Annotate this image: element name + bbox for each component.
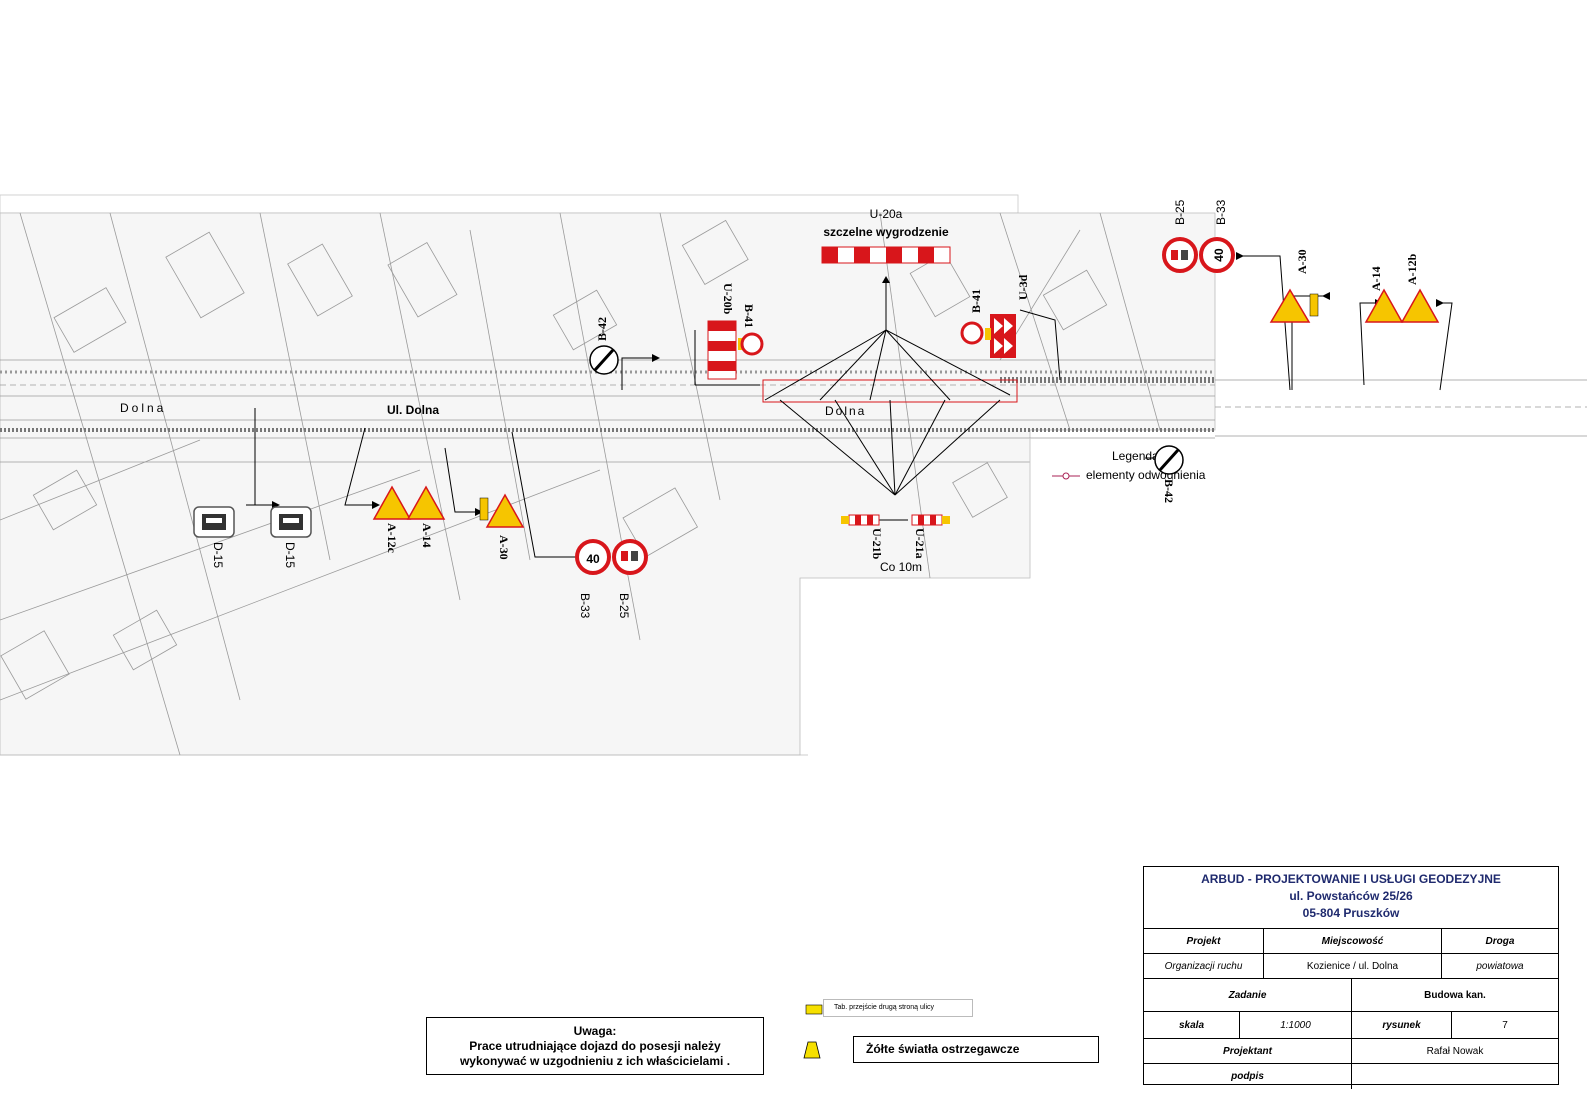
a14-right-label: A-14 <box>1369 266 1383 291</box>
cadastral-base <box>0 194 1216 756</box>
u21b-label: U-21b <box>870 528 884 560</box>
legend-yellow-tab-icon <box>805 1004 823 1015</box>
d15-b-label: D-15 <box>283 542 297 568</box>
legend-item-lights-text: Żółte światła ostrzegawcze <box>866 1042 1020 1056</box>
a14-left-label: A-14 <box>420 523 434 548</box>
sign-b42-bottom <box>1154 445 1184 475</box>
company-city: 05-804 Pruszków <box>1302 906 1400 920</box>
note-line-1: Prace utrudniające dojazd do posesji nal… <box>469 1039 721 1053</box>
tb-h-droga: Droga <box>1485 935 1515 947</box>
tb-v-projektant: Rafał Nowak <box>1426 1045 1484 1057</box>
legend-warning-light-icon <box>803 1041 821 1059</box>
d15-a-label: D-15 <box>211 542 225 568</box>
tb-h-projekt: Projekt <box>1144 929 1264 953</box>
sign-a30-right <box>1269 288 1319 323</box>
company-name: ARBUD - PROJEKTOWANIE I USŁUGI GEODEZYJN… <box>1201 872 1501 886</box>
sign-b25-top <box>1162 237 1198 273</box>
tb-v-zadanie: Budowa kan. <box>1424 989 1486 1001</box>
legenda-item-label: elementy odwodnienia <box>1086 468 1206 482</box>
tb-v-droga: powiatowa <box>1476 960 1524 972</box>
tb-v-podpis <box>1352 1064 1558 1089</box>
u20b-label: U-20b <box>721 283 735 315</box>
b33-bottom-label: B-33 <box>578 593 592 619</box>
sign-b41-mid <box>960 321 984 345</box>
company-address: ul. Powstańców 25/26 <box>1289 889 1413 903</box>
sign-d15-a <box>193 506 235 538</box>
u20a-label: U-20a <box>870 207 903 221</box>
street-label: Ul. Dolna <box>387 403 439 417</box>
legend-item-tab-text: Tab. przejście drugą stroną ulicy <box>834 1004 934 1011</box>
sign-a14-right <box>1364 288 1404 323</box>
sign40-bottom-label: 40 <box>586 552 600 566</box>
u3d-label: U-3d <box>1016 274 1030 300</box>
b42-top-label: B-42 <box>595 317 609 341</box>
tb-h-miejscowosc: Miejscowość <box>1264 929 1442 953</box>
title-block-header: ARBUD - PROJEKTOWANIE I USŁUGI GEODEZYJN… <box>1144 867 1558 929</box>
a30-left-label: A-30 <box>497 535 511 560</box>
u20a-desc-label: szczelne wygrodzenie <box>823 225 949 239</box>
tb-v-miejscowosc: Kozienice / ul. Dolna <box>1264 954 1442 978</box>
legenda-point <box>1062 472 1070 480</box>
b41-left-label: B-41 <box>742 304 756 328</box>
sign-u21a <box>911 514 950 526</box>
co10m-label: Co 10m <box>880 560 922 574</box>
note-box: Uwaga: Prace utrudniające dojazd do pose… <box>426 1017 764 1075</box>
b41-mid-label: B-41 <box>969 289 983 313</box>
a12b-label: A-12b <box>1405 253 1419 285</box>
legenda-label: Legenda <box>1112 449 1159 463</box>
a30-right-label: A-30 <box>1295 249 1309 274</box>
sign-b33-bottom: 40 <box>575 539 611 575</box>
u21a-label: U-21a <box>913 528 927 559</box>
sign-b42-top <box>589 345 619 375</box>
sign-u20b <box>707 320 744 380</box>
map-street-label-mid: Dolna <box>825 404 866 418</box>
title-block: ARBUD - PROJEKTOWANIE I USŁUGI GEODEZYJN… <box>1143 866 1559 1089</box>
tb-v-skala: 1:1000 <box>1240 1012 1352 1038</box>
b42-bottom-label: B-42 <box>1162 479 1176 503</box>
tb-h-skala: skala <box>1144 1012 1240 1038</box>
sign-a14-left <box>406 485 446 520</box>
sign40-top-label: 40 <box>1212 248 1226 262</box>
sign-b25-bottom <box>612 539 648 575</box>
b25-bottom-label: B-25 <box>617 593 631 619</box>
tb-row-headers: Projekt Miejscowość Droga <box>1144 929 1558 954</box>
legend-item-tab: Tab. przejście drugą stroną ulicy <box>823 999 973 1017</box>
tb-h-projektant: Projektant <box>1144 1039 1352 1063</box>
u20a-barrier <box>821 246 951 264</box>
sign-a12b <box>1400 288 1440 323</box>
tb-row-zadanie: Zadanie Budowa kan. <box>1144 979 1558 1012</box>
sign-u21b <box>841 514 880 526</box>
tb-row-values: Organizacji ruchu Kozienice / ul. Dolna … <box>1144 954 1558 979</box>
sign-b41-left <box>740 332 764 356</box>
sign-a30-left <box>479 493 525 528</box>
map-street-label-left: Dolna <box>120 401 166 415</box>
tb-v-projekt: Organizacji ruchu <box>1144 954 1264 978</box>
pointer-lines <box>246 255 1453 558</box>
a12c-label: A-12c <box>385 523 399 554</box>
tb-row-projektant: Projektant Rafał Nowak <box>1144 1039 1558 1064</box>
note-title: Uwaga: <box>573 1024 617 1038</box>
sign-u3d <box>985 314 1016 358</box>
tb-v-rysunek: 7 <box>1502 1019 1508 1031</box>
b25-top-label: B-25 <box>1173 199 1187 225</box>
sign-b33-top: 40 <box>1199 237 1235 273</box>
sign-d15-b <box>270 506 312 538</box>
tb-h-zadanie: Zadanie <box>1144 979 1352 1011</box>
road-extension <box>1029 379 1587 578</box>
legend-item-lights: Żółte światła ostrzegawcze <box>853 1036 1099 1063</box>
tb-h-podpis: podpis <box>1144 1064 1352 1089</box>
b33-top-label: B-33 <box>1214 199 1228 225</box>
tb-row-skala: skala 1:1000 rysunek 7 <box>1144 1012 1558 1039</box>
note-line-2: wykonywać w uzgodnieniu z ich właściciel… <box>459 1054 731 1068</box>
tb-h-rysunek: rysunek <box>1352 1012 1452 1038</box>
tb-row-podpis: podpis <box>1144 1064 1558 1089</box>
sign-a12c <box>372 485 412 520</box>
